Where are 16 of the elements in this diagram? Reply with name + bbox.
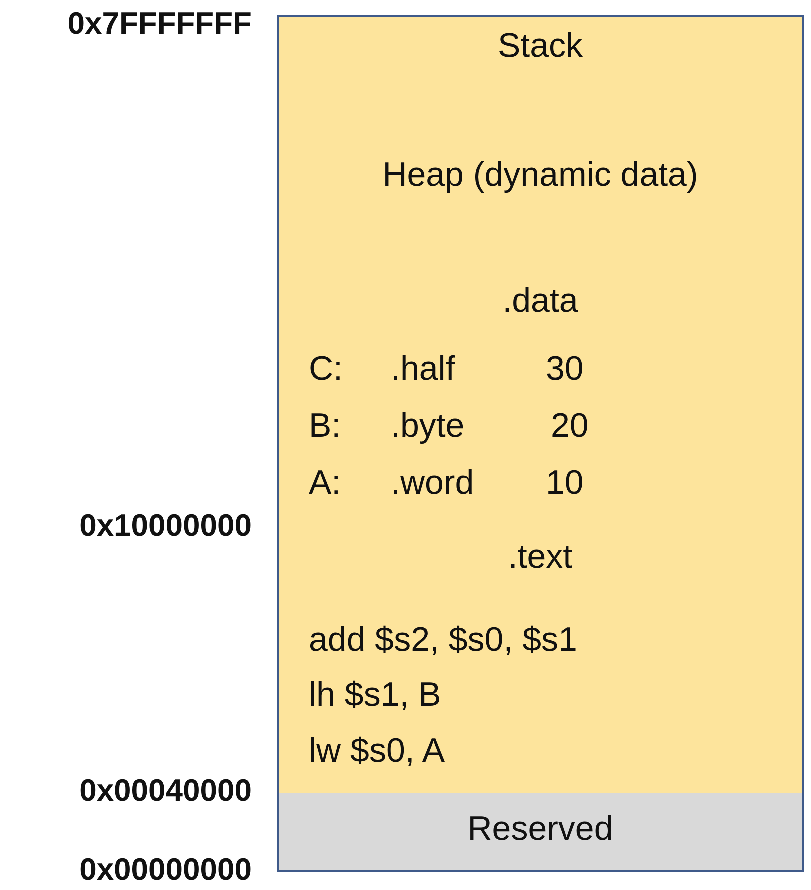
data-declaration: C: .half 30 xyxy=(309,350,584,389)
memory-segment xyxy=(277,793,804,872)
instruction-line: add $s2, $s0, $s1 xyxy=(309,621,578,660)
segment-title: Reserved xyxy=(466,810,614,849)
instruction-line: lw $s0, A xyxy=(309,732,446,771)
data-declaration: B: .byte 20 xyxy=(309,407,589,446)
segment-title: .text xyxy=(507,538,574,577)
segment-title: .data xyxy=(502,282,580,321)
address-label: 0x7FFFFFFF xyxy=(68,6,252,42)
data-declaration: A: .word 10 xyxy=(309,464,584,503)
instruction-line: lh $s1, B xyxy=(309,676,442,715)
segment-title: Heap (dynamic data) xyxy=(382,155,700,196)
address-label: 0x10000000 xyxy=(80,508,252,544)
segment-title: Stack xyxy=(496,27,584,66)
address-label: 0x00040000 xyxy=(80,773,252,809)
address-label: 0x00000000 xyxy=(80,852,252,888)
